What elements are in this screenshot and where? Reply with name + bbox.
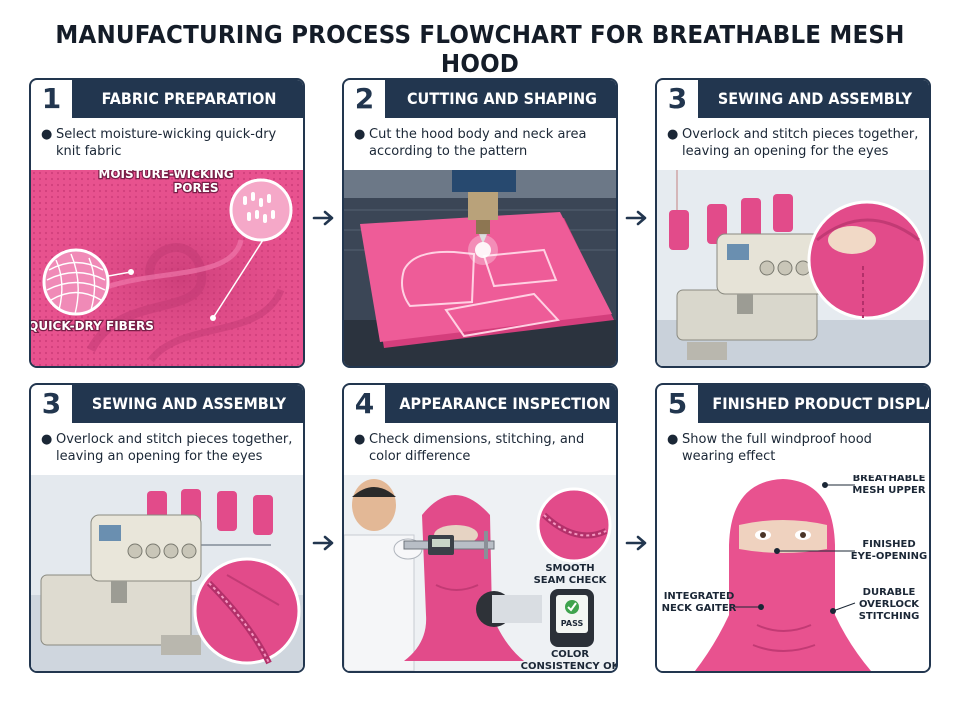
step-card-finished-product-display: 5 FINISHED PRODUCT DISPLAY ● Show the fu… [655, 383, 931, 673]
step-header: 2 CUTTING AND SHAPING [344, 80, 616, 118]
finished-hood-illustration: BREATHABLE MESH UPPER FINISHED EYE-OPENI… [657, 475, 929, 671]
seam-check-magnifier [536, 487, 612, 563]
step-description: ● Overlock and stitch pieces together, l… [667, 127, 919, 159]
sewing-machine-illustration [657, 170, 929, 366]
caliper-tool [403, 531, 495, 559]
step-number-badge: 2 [344, 80, 388, 118]
hood-seam-magnifier [807, 200, 927, 320]
arrow-right-icon [625, 535, 647, 551]
label-durable: DURABLE [863, 587, 916, 598]
step-header: 5 FINISHED PRODUCT DISPLAY [657, 385, 929, 423]
step-number-badge: 3 [657, 80, 701, 118]
thread-spools [669, 170, 793, 250]
step-title: CUTTING AND SHAPING [406, 89, 597, 108]
step-number: 1 [41, 82, 62, 115]
step-number-badge: 1 [31, 80, 75, 118]
step-description: ● Cut the hood body and neck area accord… [354, 127, 587, 159]
step-card-fabric-preparation: 1 FABRIC PREPARATION ● Select moisture-w… [29, 78, 305, 368]
step-number: 5 [667, 387, 688, 420]
step-title: SEWING AND ASSEMBLY [91, 394, 287, 413]
label-integrated: INTEGRATED [664, 591, 735, 602]
label-mesh-upper: MESH UPPER [852, 485, 925, 496]
step-title: SEWING AND ASSEMBLY [717, 89, 913, 108]
step-header: 3 SEWING AND ASSEMBLY [657, 80, 929, 118]
pass-indicator: PASS [561, 619, 584, 628]
step-number: 3 [41, 387, 62, 420]
label-consistency-ok: CONSISTENCY OK [521, 661, 616, 671]
label-color: COLOR [551, 649, 589, 660]
arrow-right-icon [312, 210, 334, 226]
bullet-dot-icon: ● [41, 432, 53, 447]
inspector-figure [344, 479, 423, 671]
label-eye-opening: EYE-OPENING [851, 551, 927, 562]
page-title: MANUFACTURING PROCESS FLOWCHART FOR BREA… [55, 20, 905, 78]
fibers-magnifier [42, 248, 134, 316]
step-title: FABRIC PREPARATION [101, 89, 277, 108]
step-header: 3 SEWING AND ASSEMBLY [31, 385, 303, 423]
step-description: ● Select moisture-wicking quick-dry knit… [41, 127, 277, 159]
label-neck-gaiter: NECK GAITER [662, 603, 737, 614]
seam-magnifier [193, 557, 301, 665]
color-sensor-tool [476, 591, 542, 627]
pores-magnifier [210, 178, 293, 321]
step-number-badge: 3 [31, 385, 75, 423]
label-overlock: OVERLOCK [859, 599, 920, 610]
fabric-illustration: MOISTURE-WICKING PORES QUICK-DRY FIBERS [31, 170, 303, 366]
label-finished: FINISHED [862, 539, 915, 550]
step-number: 2 [354, 82, 375, 115]
label-stitching: STITCHING [859, 611, 920, 622]
step-header: 1 FABRIC PREPARATION [31, 80, 303, 118]
step-description: ● Show the full windproof hood wearing e… [667, 432, 872, 464]
step-description: ● Overlock and stitch pieces together, l… [41, 432, 293, 464]
step-card-sewing-and-assembly-repeat: 3 SEWING AND ASSEMBLY ● Overlock and sti… [29, 383, 305, 673]
pass-meter-device: PASS [550, 589, 594, 647]
sewing-machine-closeup-illustration [31, 475, 303, 671]
bullet-dot-icon: ● [354, 127, 366, 142]
step-header: 4 APPEARANCE INSPECTION [344, 385, 616, 423]
label-smooth: SMOOTH [545, 563, 594, 574]
step-title: FINISHED PRODUCT DISPLAY [712, 394, 931, 413]
step-card-sewing-and-assembly: 3 SEWING AND ASSEMBLY ● Overlock and sti… [655, 78, 931, 368]
label-moisture-wicking: MOISTURE-WICKING [98, 170, 233, 181]
inspection-illustration: SMOOTH SEAM CHECK PASS COLOR CONSISTENCY… [344, 475, 616, 671]
step-number: 4 [354, 387, 375, 420]
label-breathable: BREATHABLE [853, 475, 926, 484]
bullet-dot-icon: ● [667, 432, 679, 447]
bullet-dot-icon: ● [41, 127, 53, 142]
step-card-cutting-and-shaping: 2 CUTTING AND SHAPING ● Cut the hood bod… [342, 78, 618, 368]
laser-cutting-illustration [344, 170, 616, 366]
finished-hood [695, 479, 871, 671]
step-description: ● Check dimensions, stitching, and color… [354, 432, 585, 464]
label-pores: PORES [173, 181, 218, 195]
label-seam-check: SEAM CHECK [534, 575, 608, 586]
label-quick-dry-fibers: QUICK-DRY FIBERS [31, 319, 154, 333]
arrow-right-icon [625, 210, 647, 226]
bullet-dot-icon: ● [354, 432, 366, 447]
step-number: 3 [667, 82, 688, 115]
step-number-badge: 4 [344, 385, 388, 423]
bullet-dot-icon: ● [667, 127, 679, 142]
step-number-badge: 5 [657, 385, 701, 423]
arrow-right-icon [312, 535, 334, 551]
step-card-appearance-inspection: 4 APPEARANCE INSPECTION ● Check dimensio… [342, 383, 618, 673]
step-title: APPEARANCE INSPECTION [399, 394, 611, 413]
